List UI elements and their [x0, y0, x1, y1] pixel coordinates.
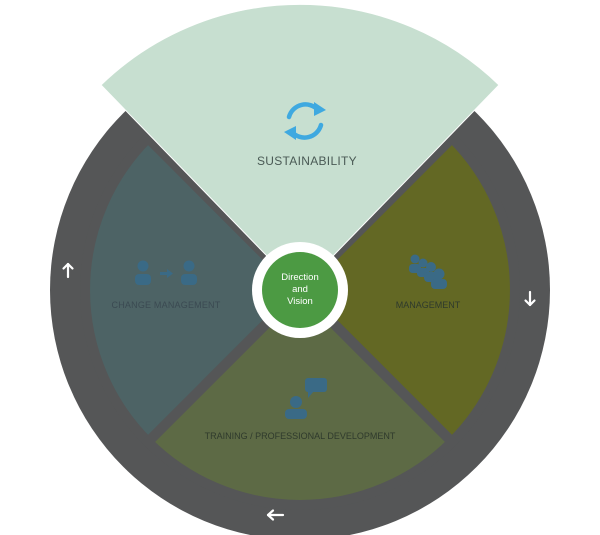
label-management: MANAGEMENT	[396, 300, 461, 310]
arrow-up-icon	[62, 262, 74, 279]
person-speech-bubble-icon	[285, 378, 327, 419]
segment-training[interactable]	[140, 282, 460, 510]
arrow-down-icon	[524, 290, 536, 307]
label-training: TRAINING / PROFESSIONAL DEVELOPMENT	[205, 431, 396, 441]
segment-change-management[interactable]	[80, 130, 308, 450]
center-line-1: Direction	[281, 272, 319, 283]
segment-sustainability[interactable]	[100, 3, 500, 291]
label-change-management: CHANGE MANAGEMENT	[112, 300, 221, 310]
person-to-person-icon	[135, 260, 197, 285]
label-sustainability: SUSTAINABILITY	[257, 154, 357, 168]
arrow-left-icon	[266, 509, 285, 521]
group-people-icon	[409, 254, 447, 289]
refresh-cycle-icon	[284, 102, 326, 140]
segment-management[interactable]	[292, 130, 520, 450]
center-circle[interactable]	[262, 252, 338, 328]
center-line-2: and	[292, 284, 308, 295]
center-line-3: Vision	[287, 296, 313, 307]
